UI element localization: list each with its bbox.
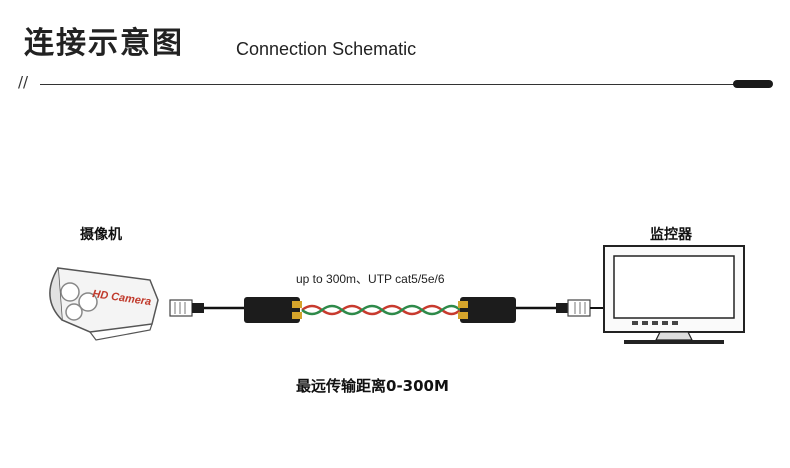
divider-pill <box>733 80 773 88</box>
monitor-icon <box>603 245 745 344</box>
monitor-label: 监控器 <box>650 227 692 243</box>
camera-label: 摄像机 <box>80 227 122 243</box>
balun-left-icon <box>244 297 302 323</box>
twisted-pair-cable <box>301 304 461 316</box>
cable-spec-label: up to 300m、UTP cat5/5e/6 <box>296 272 445 286</box>
rj45-plug-left-icon <box>169 299 204 317</box>
page-subtitle: Connection Schematic <box>236 39 417 59</box>
camera-icon: HD Camera <box>49 267 159 341</box>
page-title: 连接示意图 <box>24 26 184 61</box>
distance-label: 最远传输距离0-300M <box>296 377 449 395</box>
rj45-plug-right-icon <box>556 299 591 317</box>
divider-slashes: // <box>18 73 29 91</box>
balun-right-icon <box>458 297 516 323</box>
divider-line <box>40 84 740 85</box>
